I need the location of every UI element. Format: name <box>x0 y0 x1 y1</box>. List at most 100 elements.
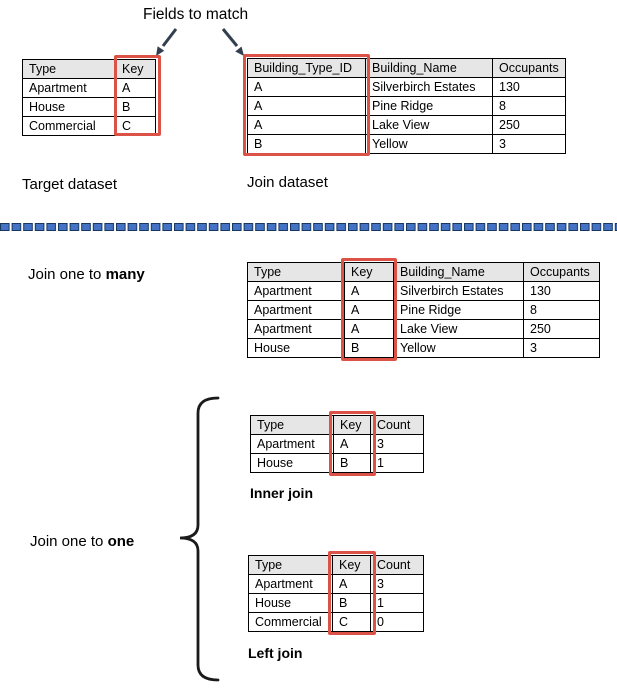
table-cell: 8 <box>492 96 566 116</box>
table-cell: 3 <box>370 574 424 594</box>
column-header: Type <box>247 262 345 282</box>
dashed-divider <box>0 221 617 234</box>
column-header: Building_Name <box>365 58 493 78</box>
join-dataset-label: Join dataset <box>247 174 328 191</box>
table-cell: 0 <box>370 612 424 632</box>
table-cell: Apartment <box>247 281 345 301</box>
table-cell: 3 <box>370 434 424 454</box>
table-cell: House <box>250 453 334 473</box>
table-cell: C <box>332 612 371 632</box>
table-cell: Apartment <box>247 300 345 320</box>
curly-brace-icon <box>179 396 220 682</box>
fields-to-match-label: Fields to match <box>143 6 249 23</box>
table-cell: Silverbirch Estates <box>365 77 493 97</box>
column-header: Key <box>333 415 371 435</box>
table-cell: Apartment <box>248 574 333 594</box>
table-cell: House <box>22 97 116 117</box>
column-header: Key <box>115 59 156 79</box>
table-cell: Commercial <box>22 116 116 136</box>
table-cell: 3 <box>492 134 566 154</box>
table-cell: 250 <box>492 115 566 135</box>
table-cell: A <box>247 96 366 116</box>
column-header: Type <box>248 555 333 575</box>
table-cell: Pine Ridge <box>393 300 524 320</box>
table-cell: B <box>332 593 371 613</box>
table-cell: Apartment <box>247 319 345 339</box>
down-left-arrow-icon <box>156 28 178 56</box>
column-header: Count <box>370 415 424 435</box>
column-header: Type <box>22 59 116 79</box>
table-cell: 130 <box>523 281 600 301</box>
column-header: Type <box>250 415 334 435</box>
table-cell: Silverbirch Estates <box>393 281 524 301</box>
inner-join-label: Inner join <box>250 485 313 501</box>
table-cell: A <box>344 319 394 339</box>
table-cell: B <box>115 97 156 117</box>
join-one-to-one-emphasis: one <box>107 533 135 550</box>
table-cell: House <box>247 338 345 358</box>
table-cell: A <box>344 300 394 320</box>
table-cell: Lake View <box>365 115 493 135</box>
table-cell: Yellow <box>393 338 524 358</box>
table-cell: C <box>115 116 156 136</box>
join-one-to-many-prefix: Join one to <box>28 266 106 283</box>
table-cell: B <box>333 453 371 473</box>
table-cell: B <box>344 338 394 358</box>
table-cell: 1 <box>370 453 424 473</box>
table-cell: Commercial <box>248 612 333 632</box>
table-cell: A <box>115 78 156 98</box>
table-cell: B <box>247 134 366 154</box>
table-cell: A <box>333 434 371 454</box>
table-cell: 8 <box>523 300 600 320</box>
column-header: Building_Type_ID <box>247 58 366 78</box>
table-cell: A <box>332 574 371 594</box>
table-cell: Pine Ridge <box>365 96 493 116</box>
join-one-to-one-prefix: Join one to <box>30 533 108 550</box>
column-header: Occupants <box>523 262 600 282</box>
column-header: Count <box>370 555 424 575</box>
table-cell: Apartment <box>250 434 334 454</box>
table-cell: Lake View <box>393 319 524 339</box>
join-one-to-many-label: Join one to many <box>28 266 145 283</box>
table-cell: A <box>247 77 366 97</box>
column-header: Key <box>332 555 371 575</box>
table-cell: 1 <box>370 593 424 613</box>
table-cell: House <box>248 593 333 613</box>
table-cell: 130 <box>492 77 566 97</box>
column-header: Key <box>344 262 394 282</box>
target-dataset-label: Target dataset <box>22 176 118 193</box>
join-one-to-many-emphasis: many <box>105 266 145 283</box>
join-one-to-one-label: Join one to one <box>30 533 134 550</box>
table-cell: 3 <box>523 338 600 358</box>
table-cell: A <box>247 115 366 135</box>
column-header: Occupants <box>492 58 566 78</box>
